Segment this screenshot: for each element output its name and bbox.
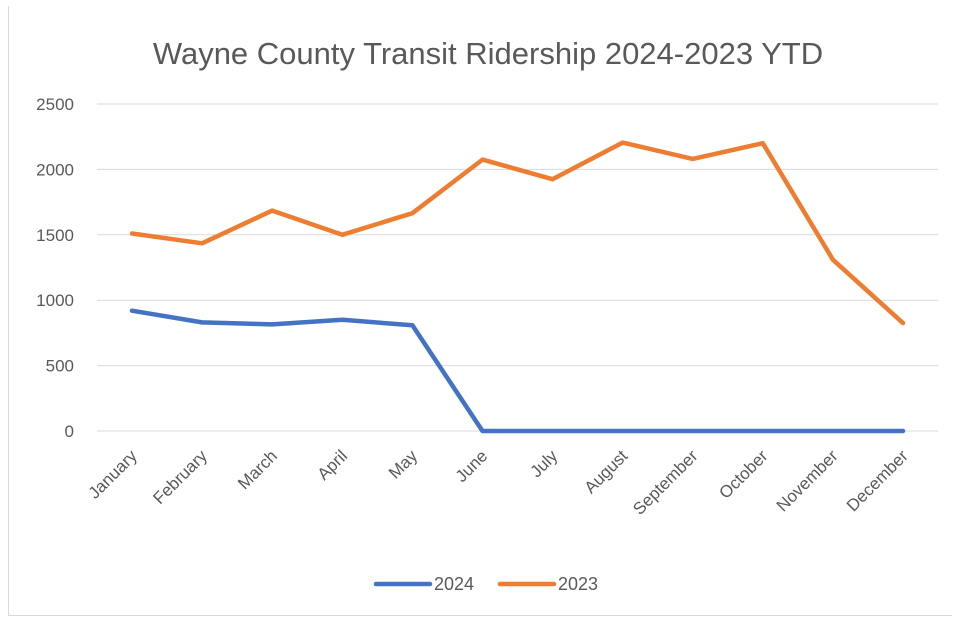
y-tick-label: 1500 [36,226,74,245]
y-axis-ticks: 0 500 1000 1500 2000 2500 [36,95,74,441]
y-tick-label: 1000 [36,291,74,310]
chart-title: Wayne County Transit Ridership 2024-2023… [153,36,823,71]
x-tick-label: June [452,446,492,486]
x-tick-label: May [385,446,421,482]
x-tick-label: September [629,446,701,518]
x-tick-label: January [85,446,142,503]
x-tick-label: November [773,446,842,515]
x-tick-label: October [715,446,771,502]
gridlines [97,103,938,432]
series-lines [129,140,906,434]
y-tick-label: 2500 [36,95,74,114]
legend-label: 2024 [434,574,474,594]
chart-area [8,6,952,616]
x-tick-label: July [527,446,562,481]
y-tick-label: 500 [46,357,74,376]
series-line-2024 [129,308,906,434]
legend: 2024 2023 [373,574,598,594]
x-tick-label: February [149,446,211,508]
x-tick-label: December [843,446,912,515]
x-tick-label: April [314,446,351,483]
legend-label: 2023 [558,574,598,594]
y-tick-label: 0 [65,422,74,441]
x-tick-label: March [234,446,281,493]
x-tick-label: August [581,446,632,497]
y-tick-label: 2000 [36,160,74,179]
series-line-2023 [129,140,906,326]
